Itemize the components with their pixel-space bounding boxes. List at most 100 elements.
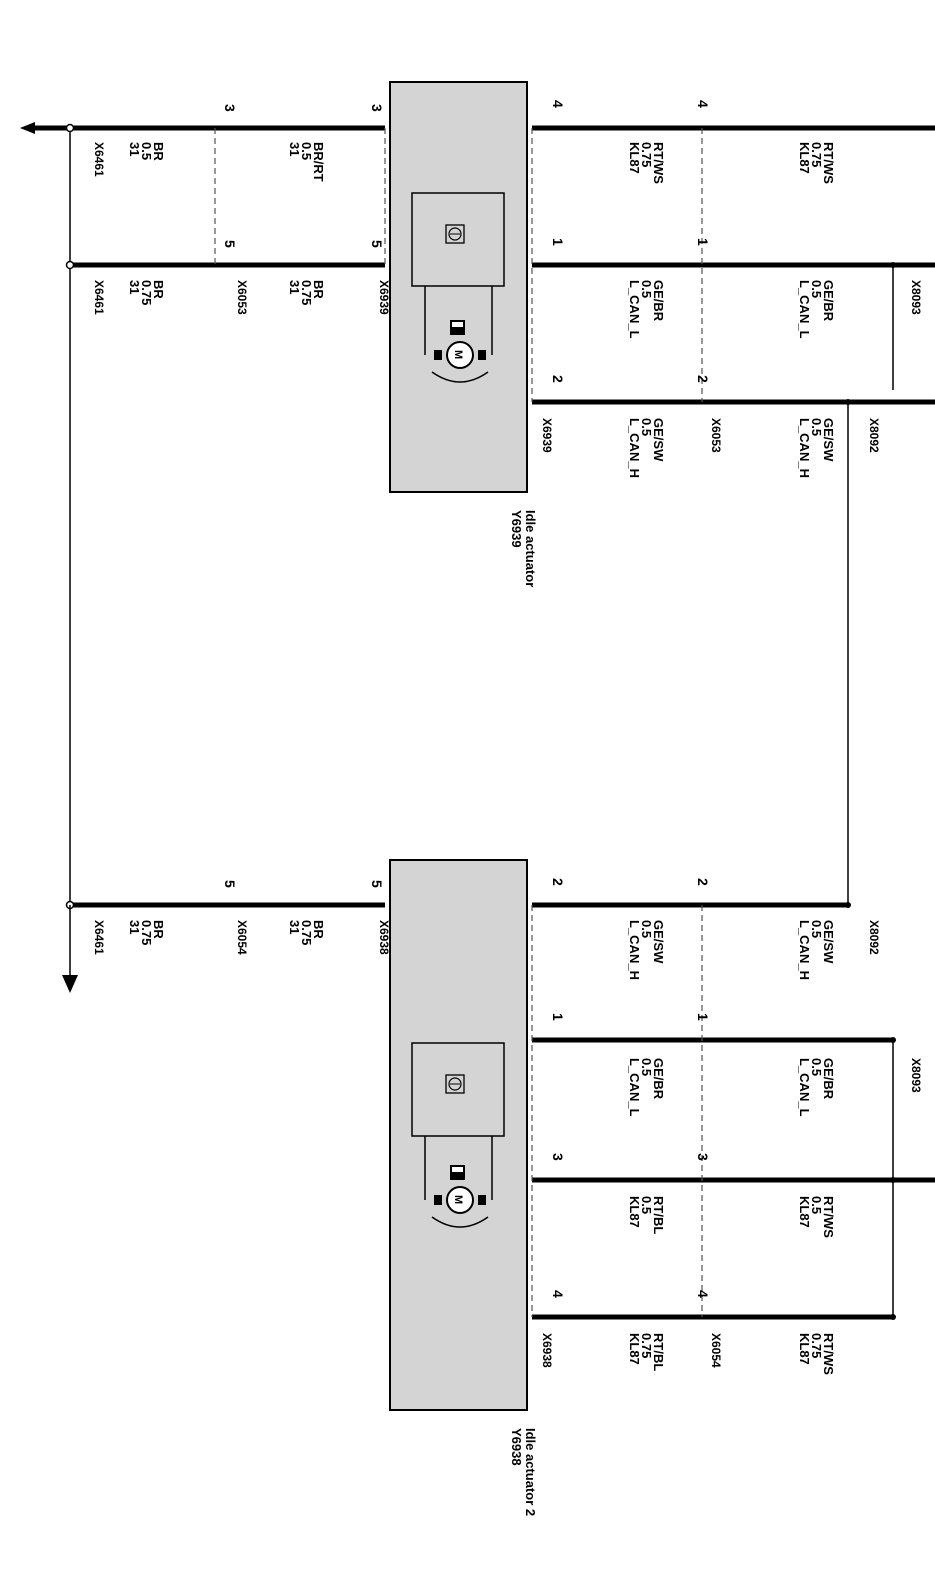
- svg-text:0.5: 0.5: [639, 920, 654, 938]
- svg-text:BR: BR: [151, 142, 166, 161]
- component-label: Y6939 Idle actuator: [509, 510, 538, 587]
- svg-text:0.5: 0.5: [809, 280, 824, 298]
- svg-text:GE/SW: GE/SW: [821, 418, 836, 462]
- rotation-arrow-icon: [431, 371, 489, 383]
- wire-label: 31 0.75 BR: [127, 920, 166, 945]
- pin-label: 1: [550, 238, 566, 246]
- wire-label: KL87 0.75 RT/BL: [627, 1333, 666, 1371]
- svg-text:X6053: X6053: [709, 418, 723, 453]
- wire-label: L_CAN_L 0.5 GE/BR: [797, 280, 836, 339]
- wire-label: L_CAN_L 0.5 GE/BR: [627, 1058, 666, 1117]
- svg-text:KL87: KL87: [797, 1333, 812, 1365]
- wire-label: 31 0.75 BR: [287, 920, 326, 945]
- svg-text:X6939: X6939: [540, 418, 554, 453]
- svg-text:BR/RT: BR/RT: [311, 142, 326, 182]
- wire-label: L_CAN_L 0.5 GE/BR: [627, 280, 666, 339]
- svg-text:RT/BL: RT/BL: [651, 1333, 666, 1371]
- pin-label: 1: [695, 1013, 711, 1021]
- pin-label: 2: [550, 878, 566, 886]
- svg-text:0.5: 0.5: [639, 1058, 654, 1076]
- wire-label: KL87 0.75 RT/WS: [797, 1333, 836, 1375]
- pin-label: 5: [369, 880, 385, 888]
- connector-label: X6939: [377, 280, 391, 315]
- svg-text:0.5: 0.5: [639, 418, 654, 436]
- connector-label: X6938: [377, 920, 391, 955]
- component-label: Y6938 Idle actuator 2: [509, 1428, 538, 1516]
- pin-label: 1: [695, 238, 711, 246]
- connector-label: X6461: [92, 920, 106, 955]
- svg-text:Y6939: Y6939: [509, 510, 524, 548]
- svg-text:KL87: KL87: [797, 142, 812, 174]
- svg-text:RT/WS: RT/WS: [821, 1333, 836, 1375]
- svg-text:L_CAN_H: L_CAN_H: [797, 418, 812, 478]
- svg-text:BR: BR: [311, 280, 326, 299]
- ground-arrow-icon: [20, 122, 35, 134]
- splice-dot: [890, 1037, 896, 1043]
- svg-text:L_CAN_H: L_CAN_H: [797, 920, 812, 980]
- svg-text:Y6938: Y6938: [509, 1428, 524, 1466]
- svg-text:BR: BR: [151, 280, 166, 299]
- svg-text:L_CAN_L: L_CAN_L: [797, 280, 812, 339]
- svg-text:GE/BR: GE/BR: [821, 280, 836, 322]
- svg-text:0.75: 0.75: [639, 1333, 654, 1358]
- svg-text:X6938: X6938: [540, 1333, 554, 1368]
- svg-text:L_CAN_H: L_CAN_H: [627, 418, 642, 478]
- ground-arrow-icon: [62, 975, 78, 993]
- wire-label: L_CAN_H 0.5 GE/SW: [797, 920, 836, 980]
- svg-text:X8092: X8092: [867, 418, 881, 453]
- svg-text:X6053: X6053: [235, 280, 249, 315]
- wire-label: 31 0.75 BR: [127, 280, 166, 305]
- svg-text:L_CAN_L: L_CAN_L: [627, 1058, 642, 1117]
- svg-text:0.75: 0.75: [809, 1333, 824, 1358]
- svg-text:X6939: X6939: [377, 280, 391, 315]
- top-section: 3 3 5 5 X6461 31 0.5 BR 31 0.5 BR/RT X64…: [20, 81, 935, 905]
- connector-label: X8093: [909, 1058, 923, 1093]
- svg-text:RT/BL: RT/BL: [651, 1196, 666, 1234]
- svg-text:X8092: X8092: [867, 920, 881, 955]
- svg-text:BR: BR: [311, 920, 326, 939]
- svg-text:RT/WS: RT/WS: [821, 1196, 836, 1238]
- connector-label: X6053: [235, 280, 249, 315]
- rotation-arrow-icon: [431, 1216, 489, 1228]
- connector-x6461-label: X6461: [92, 280, 106, 315]
- wire-label: KL87 0.75 RT/WS: [797, 142, 836, 184]
- svg-text:GE/SW: GE/SW: [651, 920, 666, 964]
- wire-label: 31 0.75 BR: [287, 280, 326, 305]
- splice-dot: [845, 902, 851, 908]
- svg-text:0.75: 0.75: [299, 920, 314, 945]
- wire-label: 31 0.5 BR/RT: [287, 142, 326, 182]
- splice-dot: [890, 1177, 896, 1183]
- svg-text:0.75: 0.75: [639, 142, 654, 167]
- wire-label: KL87 0.75 RT/WS: [627, 142, 666, 184]
- svg-text:KL87: KL87: [627, 1196, 642, 1228]
- svg-text:GE/BR: GE/BR: [651, 1058, 666, 1100]
- svg-text:Idle actuator: Idle actuator: [523, 510, 538, 587]
- wire-label: L_CAN_H 0.5 GE/SW: [797, 418, 836, 478]
- svg-text:RT/WS: RT/WS: [821, 142, 836, 184]
- connector-label: X6461: [92, 142, 106, 177]
- wire-label: L_CAN_H 0.5 GE/SW: [627, 418, 666, 478]
- svg-text:0.75: 0.75: [809, 142, 824, 167]
- svg-text:31: 31: [127, 142, 142, 156]
- svg-text:0.5: 0.5: [809, 1058, 824, 1076]
- pin-label: 4: [550, 100, 566, 108]
- pin-label: 4: [550, 1290, 566, 1298]
- splice-dot: [65, 123, 75, 133]
- svg-text:0.5: 0.5: [809, 1196, 824, 1214]
- pin-label: 1: [550, 1013, 566, 1021]
- transistor-icon: [445, 224, 465, 244]
- pin-label: 2: [695, 878, 711, 886]
- connector-label: X6938: [540, 1333, 554, 1368]
- pin-label: 3: [369, 104, 385, 112]
- svg-text:L_CAN_L: L_CAN_L: [797, 1058, 812, 1117]
- svg-text:0.5: 0.5: [639, 1196, 654, 1214]
- wire-label: 31 0.5 BR: [127, 142, 166, 161]
- svg-text:L_CAN_L: L_CAN_L: [627, 280, 642, 339]
- svg-text:X6461: X6461: [92, 920, 106, 955]
- svg-text:31: 31: [287, 920, 302, 934]
- bottom-section: 5 5 X6461 31 0.75 BR X6054 31 0.75 BR X6…: [62, 859, 935, 1516]
- connector-label: X8092: [867, 418, 881, 453]
- svg-text:KL87: KL87: [627, 142, 642, 174]
- connector-label: X8092: [867, 920, 881, 955]
